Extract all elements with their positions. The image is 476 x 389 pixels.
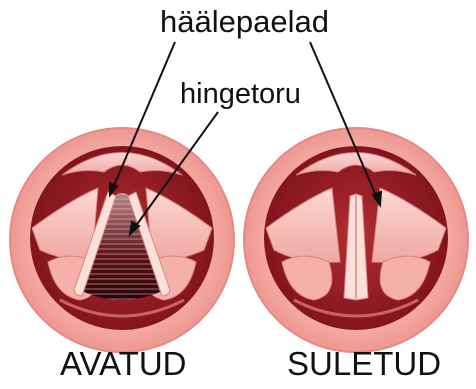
open-larynx [10, 128, 234, 352]
label-closed: SULETUD [287, 345, 441, 383]
label-vocal-cords: häälepaelad [160, 4, 329, 40]
closed-larynx [244, 128, 468, 352]
label-open: AVATUD [60, 345, 187, 383]
label-trachea: hingetoru [180, 78, 301, 111]
